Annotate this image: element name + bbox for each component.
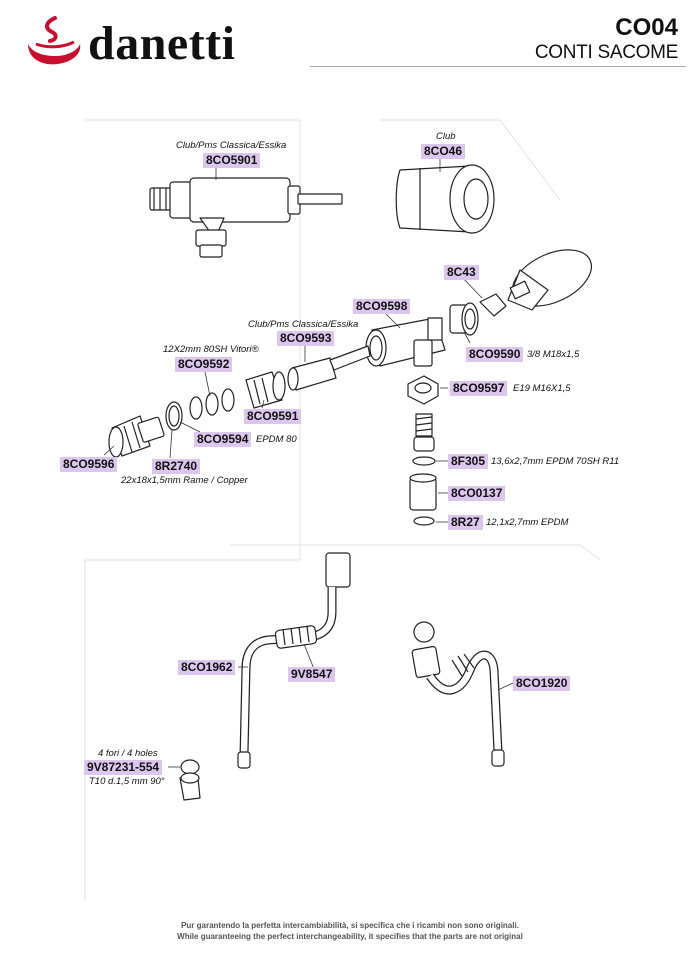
page-model: CONTI SACOME [534,42,678,63]
part-8co1920-drawing [411,621,505,767]
brand-name: danetti [88,17,236,70]
label-9v87231: 9V87231-554 [84,760,163,775]
label-8co46: 8CO46 [421,144,466,159]
footer-disclaimer: Pur garantendo la perfetta intercambiabi… [0,920,700,942]
part-8co9596-drawing [108,415,165,458]
label-8co9592: 8CO9592 [175,357,233,372]
note-top-9v87231: 4 fori / 4 holes [98,748,158,759]
logo-swirl-icon [28,16,81,65]
label-8co9596: 8CO9596 [60,457,118,472]
label-8co0137: 8CO0137 [448,486,506,501]
footer-line-it: Pur garantendo la perfetta intercambiabi… [181,921,519,930]
part-8co0137-drawing [409,473,437,511]
note-8co9597: E19 M16X1,5 [513,383,571,394]
note-8co5901: Club/Pms Classica/Essika [176,140,287,151]
part-8co9592-drawing [189,388,235,420]
part-8co9598-drawing [365,317,446,367]
page-code: CO04 [615,14,678,41]
part-8co46-drawing [395,164,495,234]
label-8f305: 8F305 [448,454,489,469]
part-8co9597-drawing [407,375,439,405]
label-8co9598: 8CO9598 [353,299,411,314]
part-8r27-drawing [413,516,435,526]
footer-line-en: While guaranteeing the perfect interchan… [177,932,523,941]
label-8c43: 8C43 [444,265,479,280]
header-divider [310,66,686,67]
label-8co9597: 8CO9597 [450,381,508,396]
part-9v87231-drawing [179,759,201,801]
brand-logo [22,14,92,70]
part-8co9593-drawing [287,345,371,391]
label-8co5901: 8CO5901 [203,153,261,168]
label-8co1920: 8CO1920 [513,676,571,691]
note-9v87231: T10 d.1,5 mm 90° [89,776,165,787]
part-8co9591-drawing [245,371,286,409]
part-8co5901-drawing [149,177,343,258]
part-8f305-drawing [412,456,436,466]
note-8co9590: 3/8 M18x1,5 [527,349,580,360]
label-9v8547: 9V8547 [288,667,336,682]
note-8co9594: EPDM 80 [256,434,297,445]
label-8co9593: 8CO9593 [277,331,335,346]
note-8r27: 12,1x2,7mm EPDM [486,517,569,528]
label-8co1962: 8CO1962 [178,660,236,675]
part-8co1962-drawing [237,552,351,769]
label-8co9594: 8CO9594 [194,432,252,447]
label-8r27: 8R27 [448,515,483,530]
part-8co9590-drawing [449,302,479,336]
part-spring-drawing [413,413,435,452]
note-8co9592: 12X2mm 80SH Vitori® [163,344,259,355]
note-8r2740: 22x18x1,5mm Rame / Copper [121,475,248,486]
label-8r2740: 8R2740 [152,459,201,474]
note-8co46: Club [436,131,456,142]
note-8f305: 13,6x2,7mm EPDM 70SH R11 [491,456,620,467]
label-8co9590: 8CO9590 [466,347,524,362]
part-8co9594-drawing [165,401,183,431]
part-8c43-drawing [479,249,592,317]
note-8co9593: Club/Pms Classica/Essika [248,319,359,330]
label-8co9591: 8CO9591 [244,409,302,424]
